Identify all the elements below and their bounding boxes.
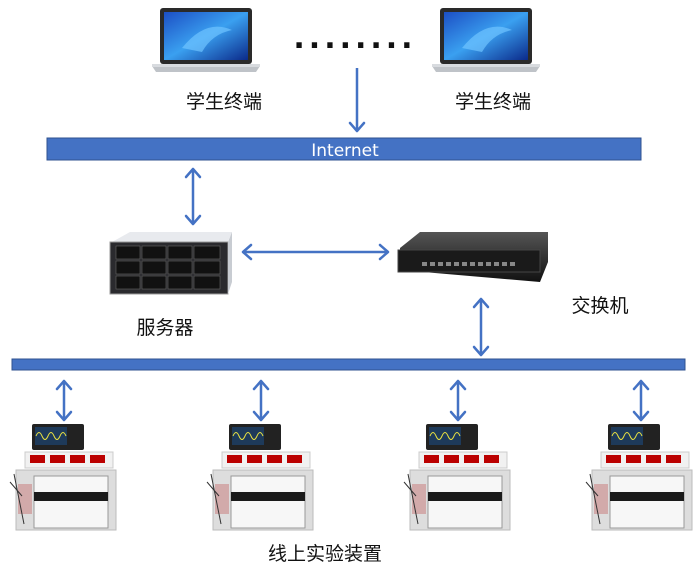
- arrow-device-1: [55, 379, 73, 422]
- arrow-switch-bus: [472, 297, 490, 357]
- ellipsis-dots: ........: [293, 21, 416, 56]
- arrow-device-3: [449, 379, 467, 422]
- student-terminal-label-left: 学生终端: [186, 91, 262, 113]
- internet-label: Internet: [311, 141, 379, 161]
- lab-devices-label: 线上实验装置: [268, 543, 382, 565]
- student-laptop-right: [432, 8, 540, 72]
- arrow-server-switch: [241, 243, 390, 261]
- lab-device-2: [206, 423, 314, 531]
- server-label: 服务器: [136, 317, 193, 339]
- student-laptop-left: [152, 8, 260, 72]
- switch-label: 交换机: [571, 295, 628, 317]
- lab-device-3: [403, 423, 511, 531]
- lab-network-bar: [11, 358, 686, 371]
- arrow-device-2: [252, 379, 270, 422]
- lab-device-1: [9, 423, 117, 531]
- lab-device-4: [585, 423, 693, 531]
- internet-bar: Internet: [46, 137, 642, 161]
- arrow-device-4: [632, 379, 650, 422]
- arrow-down-to-internet: [348, 68, 366, 133]
- student-terminal-label-right: 学生终端: [455, 91, 531, 113]
- server-image: [109, 232, 232, 295]
- arrow-internet-server: [184, 167, 202, 226]
- switch-image: [397, 232, 548, 282]
